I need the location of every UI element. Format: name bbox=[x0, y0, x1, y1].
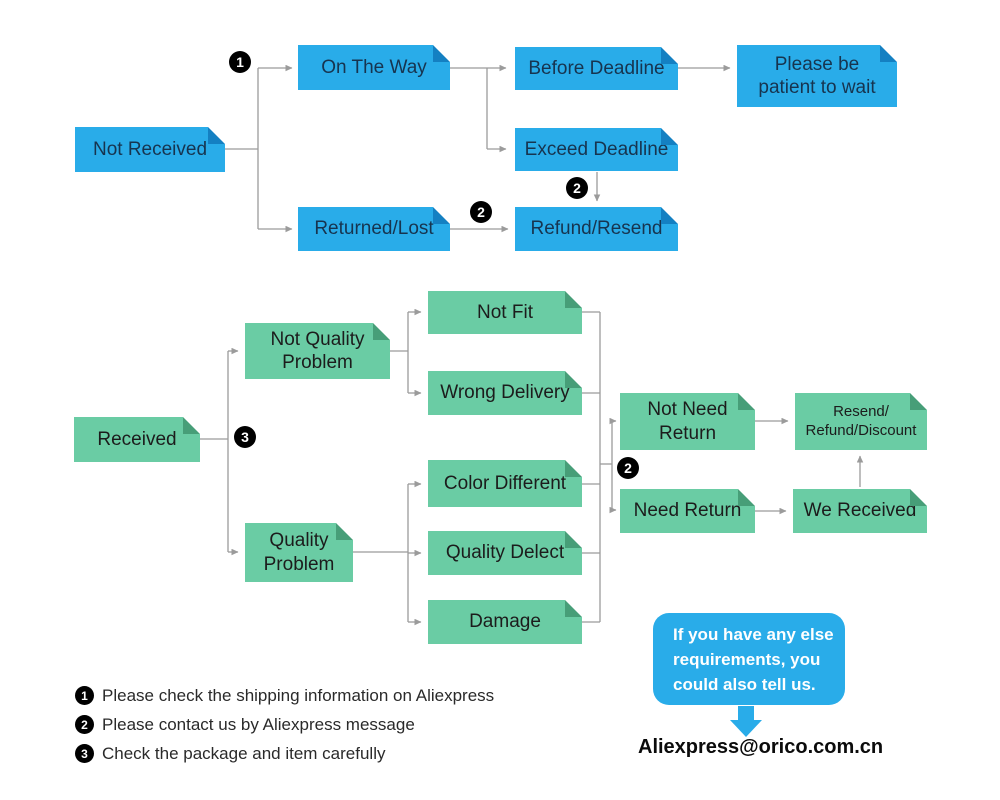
node-not-quality-problem: Not Quality Problem bbox=[245, 323, 390, 379]
node-returned-lost: Returned/Lost bbox=[298, 207, 450, 251]
legend-text-3: Check the package and item carefully bbox=[102, 743, 386, 763]
node-on-the-way: On The Way bbox=[298, 45, 450, 90]
legend-badge-3: 3 bbox=[75, 744, 94, 763]
legend-text-2: Please contact us by Aliexpress message bbox=[102, 714, 415, 734]
node-quality-problem: Quality Problem bbox=[245, 523, 353, 582]
node-quality-delect: Quality Delect bbox=[428, 531, 582, 575]
step-badge-1: 1 bbox=[229, 51, 251, 73]
legend-badge-1: 1 bbox=[75, 686, 94, 705]
node-exceed-deadline: Exceed Deadline bbox=[515, 128, 678, 171]
legend: 1 Please check the shipping information … bbox=[75, 685, 494, 772]
legend-item: 3 Check the package and item carefully bbox=[75, 743, 494, 764]
node-damage: Damage bbox=[428, 600, 582, 644]
legend-text-1: Please check the shipping information on… bbox=[102, 685, 495, 705]
step-badge-3: 3 bbox=[234, 426, 256, 448]
node-received: Received bbox=[74, 417, 200, 462]
contact-bubble: If you have any else requirements, you c… bbox=[653, 613, 845, 705]
down-arrow-icon bbox=[730, 706, 762, 738]
node-please-wait: Please be patient to wait bbox=[737, 45, 897, 107]
node-need-return: Need Return bbox=[620, 489, 755, 533]
node-we-received: We Received bbox=[793, 489, 927, 533]
node-color-different: Color Different bbox=[428, 460, 582, 507]
step-badge-2-exceed: 2 bbox=[566, 177, 588, 199]
down-arrow-head bbox=[730, 720, 762, 737]
node-not-need-return: Not Need Return bbox=[620, 393, 755, 450]
step-badge-2-returned: 2 bbox=[470, 201, 492, 223]
legend-item: 2 Please contact us by Aliexpress messag… bbox=[75, 714, 494, 735]
node-not-received: Not Received bbox=[75, 127, 225, 172]
node-wrong-delivery: Wrong Delivery bbox=[428, 371, 582, 415]
node-before-deadline: Before Deadline bbox=[515, 47, 678, 90]
node-not-fit: Not Fit bbox=[428, 291, 582, 334]
contact-email: Aliexpress@orico.com.cn bbox=[638, 736, 884, 758]
node-resend-refund-discount: Resend/ Refund/Discount bbox=[795, 393, 927, 450]
down-arrow-stem bbox=[738, 706, 754, 720]
legend-item: 1 Please check the shipping information … bbox=[75, 685, 494, 706]
step-badge-2-return: 2 bbox=[617, 457, 639, 479]
node-refund-resend: Refund/Resend bbox=[515, 207, 678, 251]
legend-badge-2: 2 bbox=[75, 715, 94, 734]
